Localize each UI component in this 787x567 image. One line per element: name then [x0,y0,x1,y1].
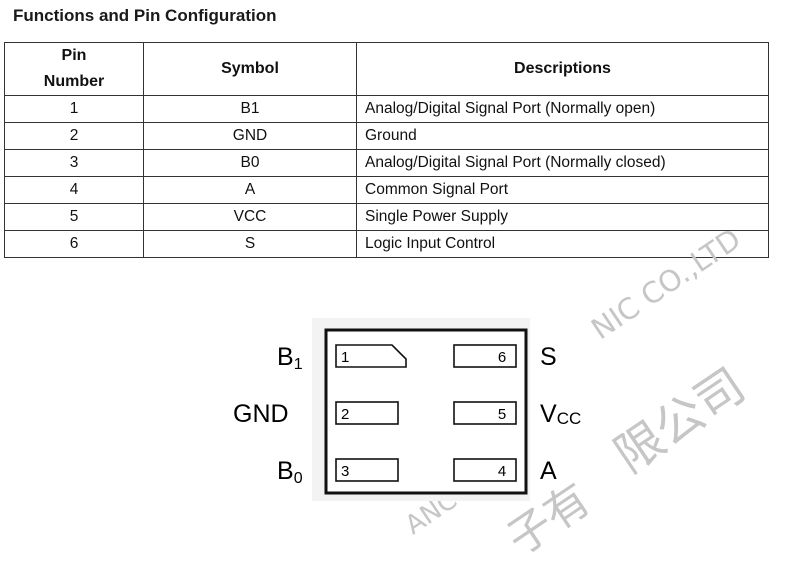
header-descriptions: Descriptions [356,42,769,96]
symbol-cell: A [143,176,357,204]
pin-number-label: 4 [498,463,506,480]
symbol-cell: GND [143,122,357,150]
description-cell: Analog/Digital Signal Port (Normally ope… [356,95,769,123]
pin-2-label: GND [233,400,289,428]
pin-number-cell: 2 [4,122,144,150]
pin-4-label: A [540,457,557,485]
pin-6-pad [453,344,517,368]
package-pinout-diagram: 1 2 3 6 5 4 B1 GND B0 S VCC A [233,318,581,501]
pin-table: Pin Number Symbol Descriptions 1 B1 Anal… [4,42,769,258]
pin-number-cell: 6 [4,230,144,258]
pin-4-pad [453,458,517,482]
description-cell: Ground [356,122,769,150]
description-cell: Analog/Digital Signal Port (Normally clo… [356,149,769,177]
pin-2-pad [335,401,399,425]
table-row: 1 B1 Analog/Digital Signal Port (Normall… [4,95,769,123]
pin-5-pad [453,401,517,425]
pin-number-label: 2 [341,406,349,423]
table-row: 3 B0 Analog/Digital Signal Port (Normall… [4,149,769,177]
pin-6-label: S [540,343,557,371]
pin-number-label: 1 [341,349,349,366]
pin-number-cell: 5 [4,203,144,231]
pin-5-label: VCC [540,400,581,428]
section-title: Functions and Pin Configuration [13,6,277,25]
description-cell: Common Signal Port [356,176,769,204]
header-pin-number: Pin Number [4,42,144,96]
header-pin-number-label: Pin Number [43,47,105,90]
pin-1-label: B1 [277,343,303,373]
table-row: 4 A Common Signal Port [4,176,769,204]
pin-number-cell: 1 [4,95,144,123]
description-cell: Single Power Supply [356,203,769,231]
symbol-cell: S [143,230,357,258]
table-header-row: Pin Number Symbol Descriptions [4,42,769,96]
pin-number-cell: 4 [4,176,144,204]
symbol-cell: B0 [143,149,357,177]
pin-number-cell: 3 [4,149,144,177]
pin-number-label: 5 [498,406,506,423]
table-row: 6 S Logic Input Control [4,230,769,258]
table-row: 2 GND Ground [4,122,769,150]
description-cell: Logic Input Control [356,230,769,258]
symbol-cell: B1 [143,95,357,123]
symbol-cell: VCC [143,203,357,231]
pin-1-pad [335,344,407,368]
pin-number-label: 3 [341,463,349,480]
table-row: 5 VCC Single Power Supply [4,203,769,231]
header-symbol: Symbol [143,42,357,96]
pin-3-label: B0 [277,457,303,487]
pin-3-pad [335,458,399,482]
pin-number-label: 6 [498,349,506,366]
